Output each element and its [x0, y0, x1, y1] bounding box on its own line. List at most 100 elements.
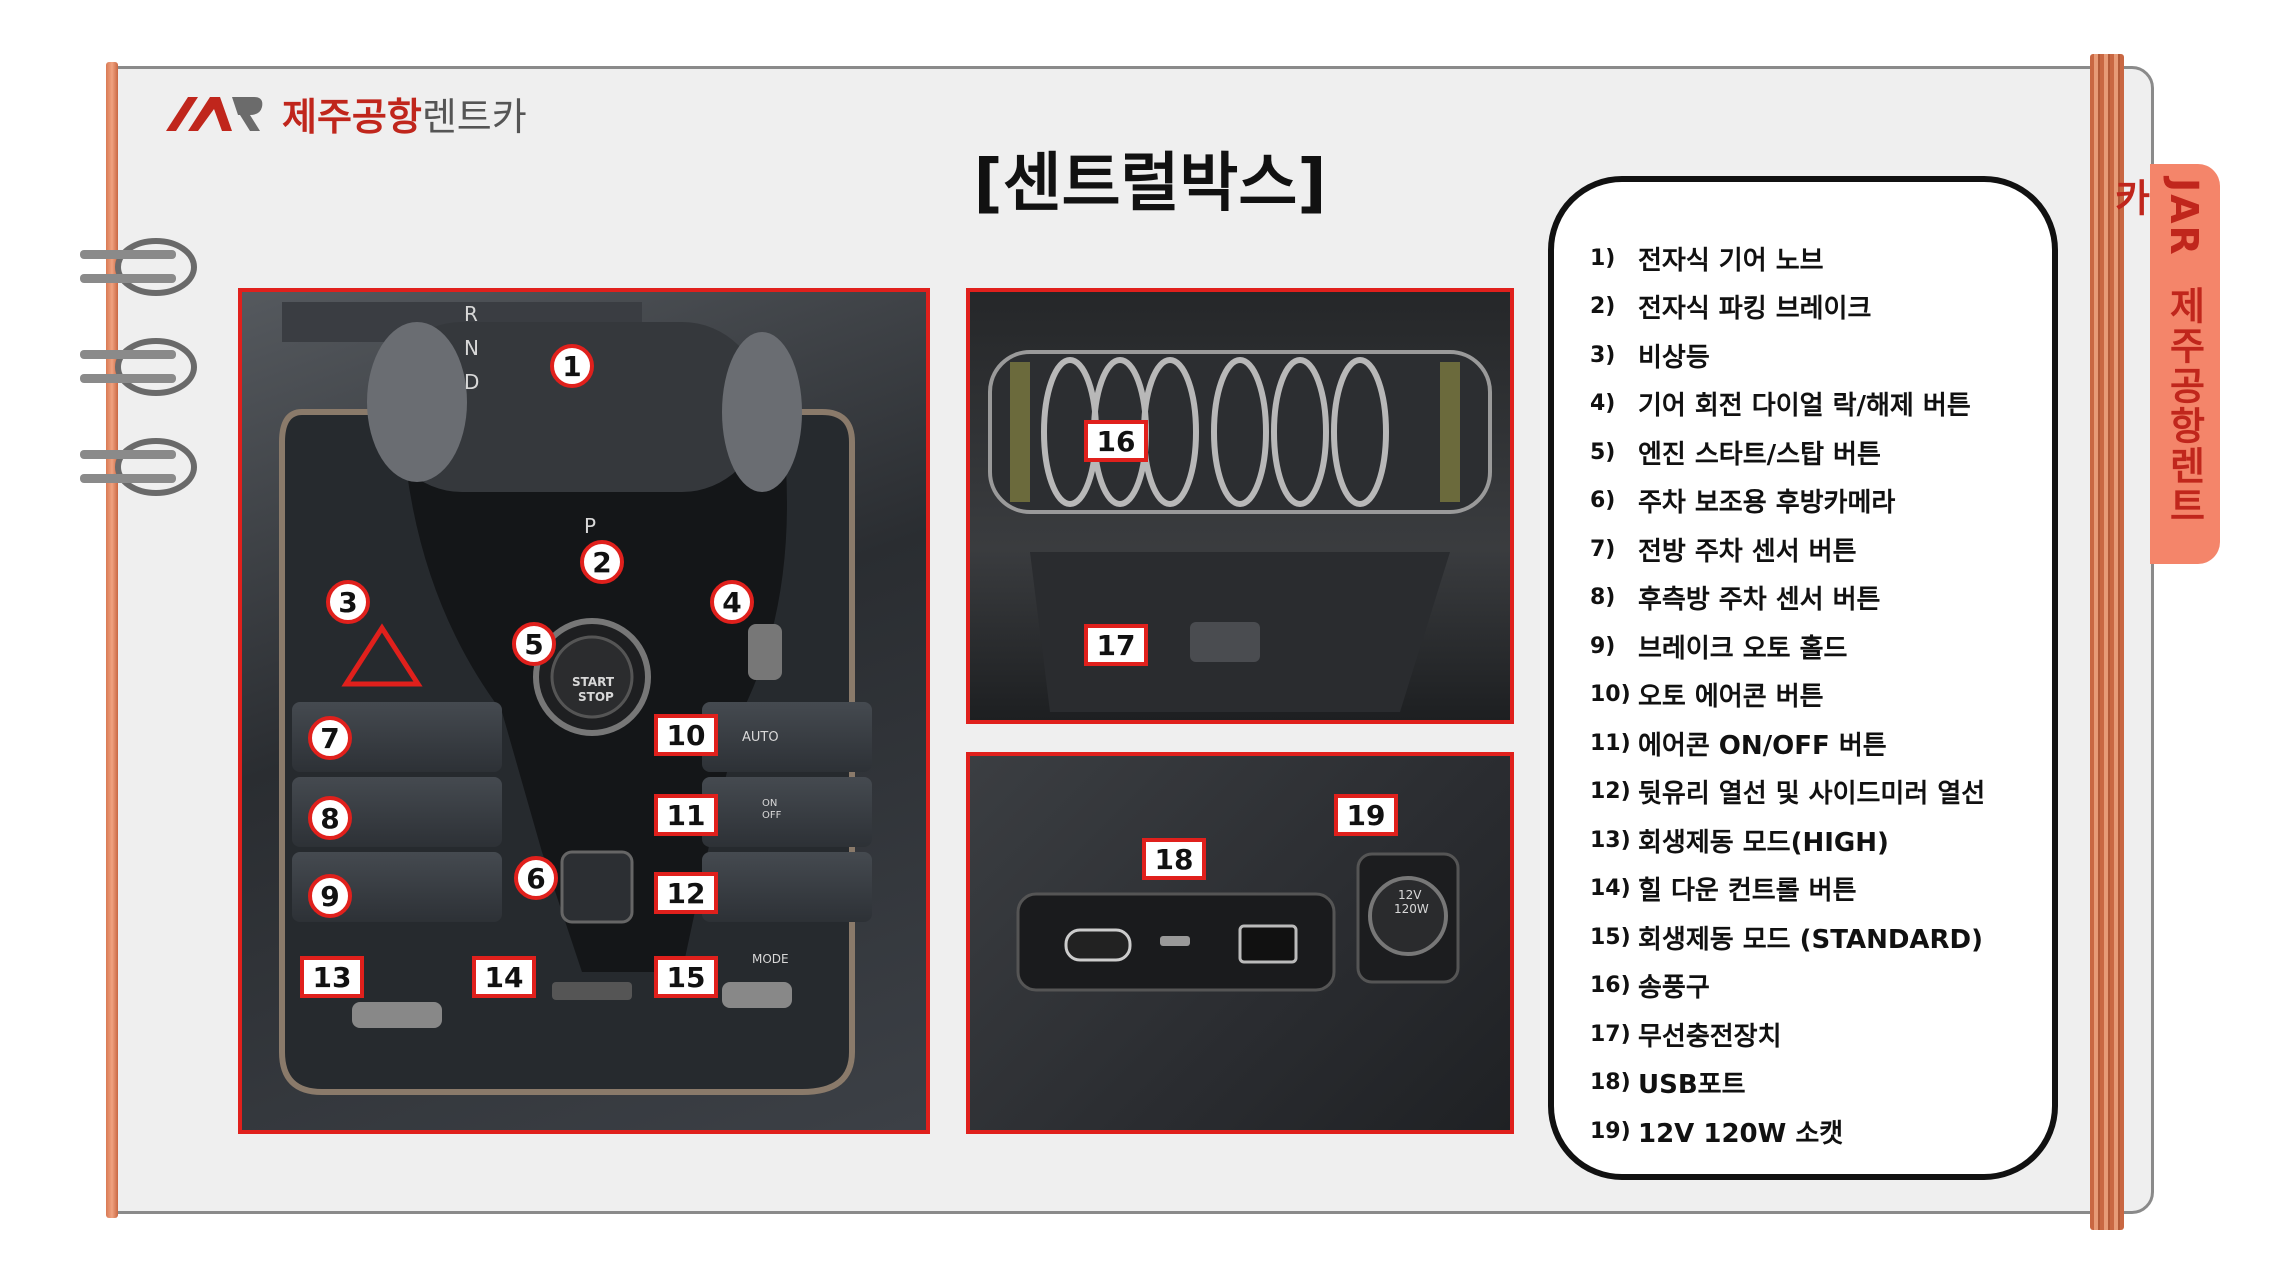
- legend-list: 1) 전자식 기어 노브 2) 전자식 파킹 브레이크 3)비상등 4) 기어 회전 …: [1590, 234, 1985, 1156]
- legend-number: 1): [1590, 245, 1616, 271]
- legend-number: 15): [1590, 924, 1631, 950]
- legend-number: 14): [1590, 876, 1631, 902]
- legend-text: 에어콘 ON/OFF 버튼: [1638, 730, 1887, 761]
- callout-7: 7: [308, 716, 352, 760]
- legend-text: 후측방 주차 센서 버튼: [1638, 585, 1881, 616]
- legend-item: 5) 엔진 스타트/스탑 버튼: [1590, 428, 1985, 477]
- brand-name-rest: 렌트카: [421, 95, 527, 139]
- legend-text: 회생제동 모드(HIGH): [1638, 827, 1889, 858]
- mode-label: MODE: [752, 952, 789, 966]
- legend-number: 18): [1590, 1070, 1631, 1096]
- legend-number: 2): [1590, 294, 1616, 320]
- stop-label: STOP: [578, 690, 614, 704]
- legend-item: 9) 브레이크 오토 홀드: [1590, 622, 1985, 671]
- legend-text: 전자식 파킹 브레이크: [1638, 294, 1872, 325]
- start-label: START: [572, 675, 615, 689]
- side-tab: [2150, 164, 2220, 564]
- legend-number: 8): [1590, 585, 1616, 611]
- callout-2: 2: [580, 540, 624, 584]
- binder-ring-icon: [80, 438, 197, 496]
- gear-d-label: D: [464, 370, 480, 394]
- legend-number: 12): [1590, 779, 1631, 805]
- legend-item: 15)회생제동 모드 (STANDARD): [1590, 913, 1985, 962]
- callout-3: 3: [326, 580, 370, 624]
- legend-number: 5): [1590, 439, 1616, 465]
- legend-item: 8) 후측방 주차 센서 버튼: [1590, 574, 1985, 623]
- legend-number: 3): [1590, 342, 1616, 368]
- legend-item: 19)12V 120W 소캣: [1590, 1107, 1985, 1156]
- notebook-binding: [2090, 54, 2124, 1230]
- binder-ring-icon: [80, 338, 197, 396]
- legend-panel: 1) 전자식 기어 노브 2) 전자식 파킹 브레이크 3)비상등 4) 기어 회전 …: [1548, 176, 2058, 1180]
- gear-p-label: P: [584, 514, 597, 538]
- side-tab-logo: JAR: [2162, 178, 2206, 257]
- callout-14: 14: [472, 956, 536, 998]
- legend-number: 16): [1590, 973, 1631, 999]
- legend-item: 14) 힐 다운 컨트롤 버튼: [1590, 865, 1985, 914]
- side-tab-label: JAR 제주공항렌트카: [2107, 178, 2212, 548]
- legend-text: 힐 다운 컨트롤 버튼: [1638, 876, 1857, 907]
- legend-text: 브레이크 오토 홀드: [1638, 633, 1848, 664]
- legend-item: 13)회생제동 모드(HIGH): [1590, 816, 1985, 865]
- callout-16: 16: [1084, 420, 1148, 462]
- console-button-row: [702, 702, 872, 772]
- binder-ring-icon: [80, 238, 197, 296]
- callout-1: 1: [550, 344, 594, 388]
- legend-item: 7) 전방 주차 센서 버튼: [1590, 525, 1985, 574]
- callout-18: 18: [1142, 838, 1206, 880]
- legend-item: 3)비상등: [1590, 331, 1985, 380]
- photo-usb-ports: 12V 120W: [966, 752, 1514, 1134]
- legend-text: 기어 회전 다이얼 락/해제 버튼: [1638, 391, 1971, 422]
- legend-text: 오토 에어콘 버튼: [1638, 682, 1824, 713]
- photo-air-vent: [966, 288, 1514, 724]
- legend-item: 11) 에어콘 ON/OFF 버튼: [1590, 719, 1985, 768]
- off-label: OFF: [762, 810, 782, 821]
- legend-item: 17) 무선충전장치: [1590, 1010, 1985, 1059]
- callout-8: 8: [308, 796, 352, 840]
- legend-number: 7): [1590, 536, 1616, 562]
- legend-item: 12) 뒷유리 열선 및 사이드미러 열선: [1590, 768, 1985, 817]
- legend-number: 17): [1590, 1021, 1631, 1047]
- page-title: [센트럴박스]: [973, 147, 1327, 221]
- legend-text: 주차 보조용 후방카메라: [1638, 488, 1896, 519]
- callout-6: 6: [514, 856, 558, 900]
- legend-text: 뒷유리 열선 및 사이드미러 열선: [1638, 779, 1986, 810]
- callout-13: 13: [300, 956, 364, 998]
- callout-17: 17: [1084, 624, 1148, 666]
- callout-10: 10: [654, 714, 718, 756]
- legend-number: 10): [1590, 682, 1631, 708]
- auto-label: AUTO: [742, 730, 779, 745]
- legend-text: 12V 120W 소캣: [1638, 1118, 1844, 1149]
- side-tab-text: 제주공항렌트카: [2107, 178, 2206, 527]
- legend-item: 1) 전자식 기어 노브: [1590, 234, 1985, 283]
- brand-name: 제주공항렌트카: [282, 86, 527, 141]
- legend-text: 전자식 기어 노브: [1638, 245, 1824, 276]
- legend-item: 10) 오토 에어콘 버튼: [1590, 671, 1985, 720]
- legend-text: USB포트: [1638, 1070, 1746, 1101]
- on-label: ON: [762, 798, 778, 809]
- brand-name-main: 제주공항: [282, 95, 422, 139]
- callout-9: 9: [308, 874, 352, 918]
- legend-number: 11): [1590, 730, 1631, 756]
- vent-drawing: [988, 350, 1492, 712]
- brand-header: 제주공항렌트카: [158, 86, 527, 141]
- legend-number: 4): [1590, 391, 1616, 417]
- legend-number: 9): [1590, 633, 1616, 659]
- legend-text: 엔진 스타트/스탑 버튼: [1638, 439, 1881, 470]
- legend-item: 6) 주차 보조용 후방카메라: [1590, 477, 1985, 526]
- callout-11: 11: [654, 794, 718, 836]
- legend-item: 2) 전자식 파킹 브레이크: [1590, 283, 1985, 332]
- callout-5: 5: [512, 622, 556, 666]
- callout-12: 12: [654, 872, 718, 914]
- legend-text: 무선충전장치: [1638, 1021, 1782, 1052]
- gear-n-label: N: [464, 336, 479, 360]
- port-120w-label: 120W: [1394, 902, 1429, 916]
- legend-number: 6): [1590, 488, 1616, 514]
- callout-19: 19: [1334, 794, 1398, 836]
- callout-4: 4: [710, 580, 754, 624]
- console-button-row: [702, 852, 872, 922]
- legend-item: 16)송풍구: [1590, 962, 1985, 1011]
- legend-text: 전방 주차 센서 버튼: [1638, 536, 1857, 567]
- ports-drawing: [1016, 852, 1460, 992]
- photo-gear-console: R N D P START STOP AUTO ON OFF MODE: [238, 288, 930, 1134]
